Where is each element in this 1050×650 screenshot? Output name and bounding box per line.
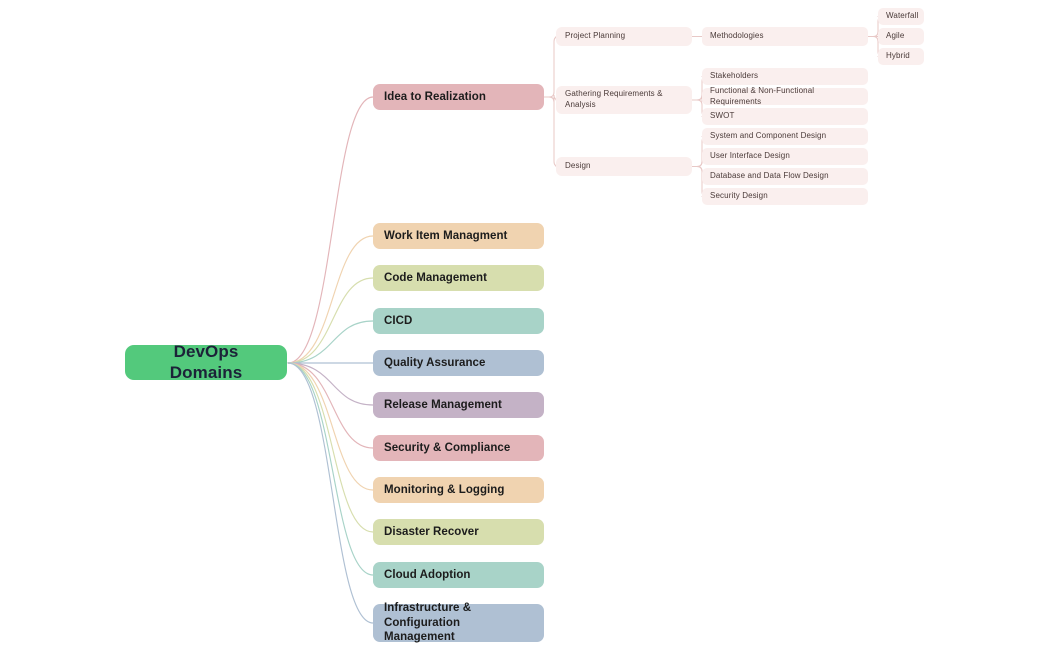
branch-node-infrastructure-and-configuration-management[interactable]: Infrastructure & Configuration Managemen…	[373, 602, 544, 644]
connector	[287, 235, 374, 364]
node-label: Code Management	[384, 271, 487, 284]
connector	[287, 362, 374, 624]
leaf-node-stakeholders[interactable]: Stakeholders	[702, 68, 868, 85]
branch-node-code-management[interactable]: Code Management	[373, 265, 544, 291]
connector	[287, 362, 374, 533]
node-label: Release Management	[384, 398, 502, 411]
root-node-devops-domains[interactable]: DevOps Domains	[125, 342, 287, 382]
node-label: Monitoring & Logging	[384, 483, 505, 496]
connector	[287, 362, 374, 491]
node-label: Methodologies	[710, 31, 764, 41]
node-label: Work Item Managment	[384, 229, 508, 242]
node-label: User Interface Design	[710, 151, 790, 161]
node-label: Quality Assurance	[384, 356, 486, 369]
node-label: DevOps Domains	[169, 342, 243, 382]
branch-node-monitoring-and-logging[interactable]: Monitoring & Logging	[373, 477, 544, 503]
leaf-node-hybrid[interactable]: Hybrid	[878, 48, 924, 65]
node-label: Project Planning	[565, 31, 626, 41]
connector	[287, 320, 374, 364]
connector	[287, 96, 374, 364]
node-label: System and Component Design	[710, 131, 827, 141]
branch-node-cloud-adoption[interactable]: Cloud Adoption	[373, 562, 544, 588]
leaf-node-methodologies[interactable]: Methodologies	[702, 27, 868, 46]
subnode-gathering-requirements-and-analysis[interactable]: Gathering Requirements & Analysis	[556, 86, 692, 114]
leaf-node-waterfall[interactable]: Waterfall	[878, 8, 924, 25]
node-label: Security Design	[710, 191, 768, 201]
node-label: Hybrid	[886, 51, 910, 61]
connector	[287, 362, 374, 449]
node-label: Infrastructure & Configuration Managemen…	[384, 602, 472, 644]
node-label: Stakeholders	[710, 71, 759, 81]
subnode-project-planning[interactable]: Project Planning	[556, 27, 692, 46]
branch-node-cicd[interactable]: CICD	[373, 308, 544, 334]
node-label: Idea to Realization	[384, 90, 486, 103]
leaf-node-system-and-component-design[interactable]: System and Component Design	[702, 128, 868, 145]
connector	[287, 362, 374, 576]
leaf-node-swot[interactable]: SWOT	[702, 108, 868, 125]
branch-node-release-management[interactable]: Release Management	[373, 392, 544, 418]
node-label: Design	[565, 161, 591, 171]
branch-node-work-item-managment[interactable]: Work Item Managment	[373, 223, 544, 249]
leaf-node-user-interface-design[interactable]: User Interface Design	[702, 148, 868, 165]
branch-node-disaster-recover[interactable]: Disaster Recover	[373, 519, 544, 545]
leaf-node-database-and-data-flow-design[interactable]: Database and Data Flow Design	[702, 168, 868, 185]
leaf-node-security-design[interactable]: Security Design	[702, 188, 868, 205]
branch-node-idea-to-realization[interactable]: Idea to Realization	[373, 84, 544, 110]
node-label: Gathering Requirements & Analysis	[565, 89, 663, 109]
node-label: Cloud Adoption	[384, 568, 471, 581]
branch-node-quality-assurance[interactable]: Quality Assurance	[373, 350, 544, 376]
node-label: Disaster Recover	[384, 525, 479, 538]
connector	[287, 362, 374, 406]
branch-node-security-and-compliance[interactable]: Security & Compliance	[373, 435, 544, 461]
leaf-node-agile[interactable]: Agile	[878, 28, 924, 45]
node-label: CICD	[384, 314, 413, 327]
node-label: Agile	[886, 31, 905, 41]
leaf-node-functional-and-non-functional-requirements[interactable]: Functional & Non-Functional Requirements	[702, 85, 868, 106]
node-label: Functional & Non-Functional Requirements	[710, 85, 815, 106]
node-label: Waterfall	[886, 11, 919, 21]
node-label: Security & Compliance	[384, 441, 511, 454]
node-label: Database and Data Flow Design	[710, 171, 829, 181]
node-label: SWOT	[710, 111, 735, 121]
connector	[287, 277, 374, 364]
subnode-design[interactable]: Design	[556, 157, 692, 176]
